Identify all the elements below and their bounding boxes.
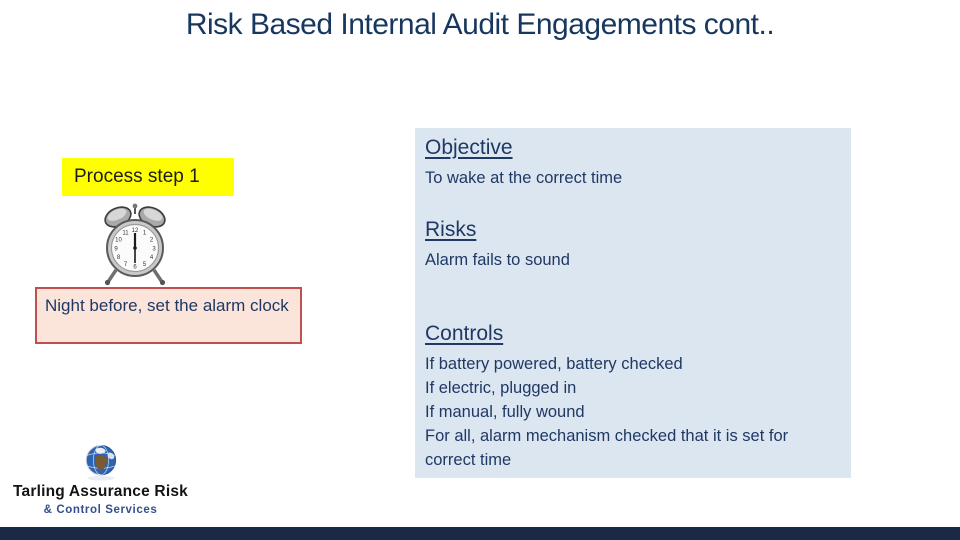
objective-section: Objective To wake at the correct time [425,136,841,190]
process-step-text: Process step 1 [74,166,200,187]
svg-text:3: 3 [152,247,156,253]
risks-section: Risks Alarm fails to sound [425,218,841,272]
svg-text:2: 2 [150,238,154,244]
svg-text:7: 7 [124,262,128,268]
controls-line: If electric, plugged in [425,379,577,397]
slide-title: Risk Based Internal Audit Engagements co… [185,8,775,41]
note-box-text: Night before, set the alarm clock [45,296,289,315]
svg-text:12: 12 [132,228,139,234]
objective-risks-controls-panel: Objective To wake at the correct time Ri… [415,128,851,478]
controls-line: For all, alarm mechanism checked that it… [425,427,789,469]
logo-subtitle: & Control Services [43,504,158,516]
svg-text:8: 8 [117,255,121,261]
objective-line: To wake at the correct time [425,169,623,187]
svg-text:5: 5 [143,262,147,268]
svg-text:4: 4 [150,255,154,261]
footer-bar [0,527,960,540]
alarm-clock-graphic: 12 1 2 3 4 5 6 7 8 9 10 11 [104,203,166,286]
svg-text:1: 1 [143,231,147,237]
svg-text:9: 9 [114,247,118,253]
objective-heading: Objective [425,136,513,159]
note-box: Night before, set the alarm clock [35,287,302,344]
risks-heading: Risks [425,218,477,241]
process-step-label: Process step 1 [62,158,234,196]
risks-line: Alarm fails to sound [425,251,570,269]
company-logo: Tarling Assurance Risk & Control Service… [8,444,193,516]
globe-icon [85,444,116,481]
svg-text:11: 11 [122,231,129,237]
controls-heading: Controls [425,322,504,345]
controls-line: If battery powered, battery checked [425,355,683,373]
controls-section: Controls If battery powered, battery che… [425,322,841,472]
logo-name: Tarling Assurance Risk [13,483,188,500]
svg-text:10: 10 [115,238,122,244]
alarm-clock-icon: 12 1 2 3 4 5 6 7 8 9 10 11 [96,202,174,288]
svg-text:6: 6 [133,265,137,271]
controls-line: If manual, fully wound [425,403,585,421]
